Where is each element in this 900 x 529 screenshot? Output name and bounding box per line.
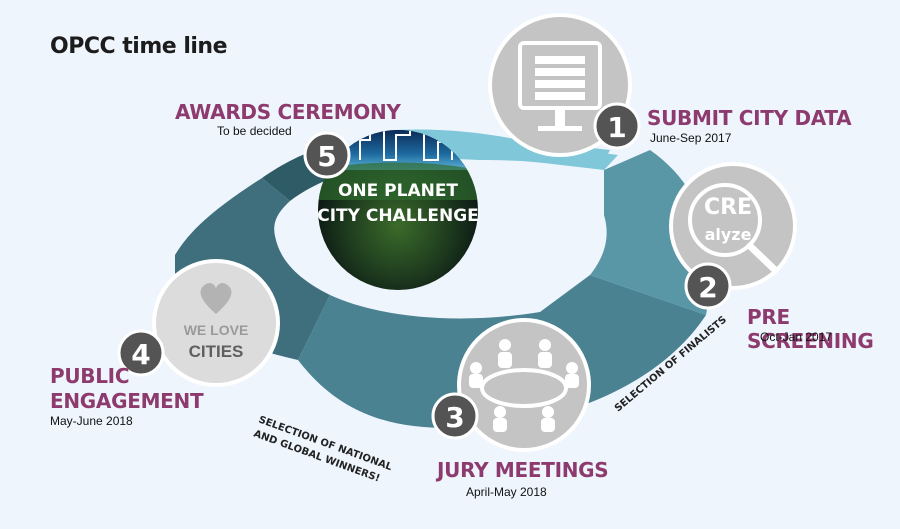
step2-number-badge: 2	[684, 262, 732, 310]
step2-date: Oct-Jan 2017	[760, 330, 833, 344]
step1-date: June-Sep 2017	[650, 131, 732, 145]
step3-title: JURY MEETINGS	[437, 458, 609, 482]
step4-number-badge: 4	[117, 329, 165, 377]
step5-number: 5	[317, 140, 336, 173]
meeting-table-icon	[469, 339, 579, 432]
step3-icon	[457, 318, 591, 452]
step2-icon-text1: CRE	[704, 195, 752, 220]
monitor-icon	[518, 41, 602, 131]
step2-number: 2	[698, 271, 717, 304]
step4-title-line1: PUBLIC	[50, 364, 130, 388]
step4-title-line2: ENGAGEMENT	[50, 389, 204, 413]
step2-title: PRE SCREENING	[747, 305, 874, 353]
step3-number-badge: 3	[431, 392, 479, 440]
heart-icon	[200, 283, 232, 314]
step4-number: 4	[131, 338, 150, 371]
step2-icon: CRE alyze	[669, 162, 797, 290]
step4-icon-text2: CITIES	[189, 342, 244, 361]
page-title: OPCC time line	[50, 34, 228, 59]
step3-date: April-May 2018	[466, 485, 547, 499]
magnifier-icon	[688, 183, 779, 274]
step5-title: AWARDS CEREMONY	[175, 100, 401, 124]
step3-number: 3	[445, 401, 464, 434]
step4-icon-text1: WE LOVE	[184, 322, 249, 338]
step4-date: May-June 2018	[50, 414, 133, 428]
center-title-line1: ONE PLANET	[338, 181, 458, 201]
step5-number-badge: 5	[303, 131, 351, 179]
step1-title: SUBMIT CITY DATA	[647, 106, 852, 130]
step1-number-badge: 1	[593, 102, 641, 150]
step4-icon: WE LOVE CITIES	[152, 259, 280, 387]
step5-date: To be decided	[217, 124, 292, 138]
step2-icon-text2: alyze	[705, 225, 752, 244]
center-title-line2: CITY CHALLENGE	[317, 206, 479, 226]
step1-number: 1	[607, 111, 626, 144]
